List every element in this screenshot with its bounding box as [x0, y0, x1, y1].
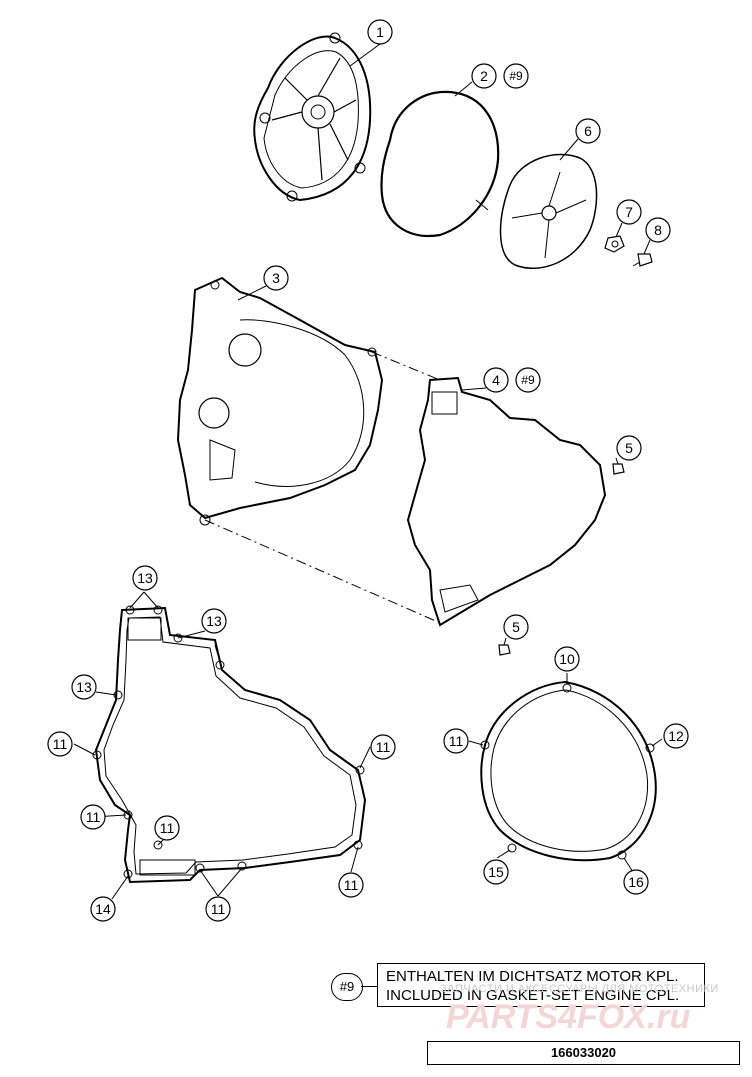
svg-text:5: 5 — [512, 619, 520, 635]
svg-text:14: 14 — [95, 901, 111, 917]
svg-text:11: 11 — [160, 820, 175, 836]
callout-2[interactable]: 2 — [471, 63, 497, 89]
nut-part[interactable] — [604, 235, 625, 253]
svg-text:1: 1 — [376, 24, 384, 40]
svg-text:7: 7 — [625, 204, 633, 220]
svg-text:2: 2 — [480, 68, 488, 84]
clutch-cover-outer-part[interactable] — [253, 32, 372, 202]
svg-text:5: 5 — [625, 440, 633, 456]
kit-note-box: ENTHALTEN IM DICHTSATZ MOTOR KPL. INCLUD… — [377, 963, 705, 1007]
callout-5-lower[interactable]: 5 — [503, 614, 529, 640]
callout-2-kit-tag[interactable]: #9 — [503, 63, 529, 89]
clutch-cover-gasket-large-part[interactable] — [92, 605, 367, 884]
svg-text:15: 15 — [488, 864, 504, 880]
cover-gasket-part[interactable] — [406, 376, 607, 627]
o-ring-part[interactable] — [380, 90, 500, 238]
kit-note-leader — [361, 986, 377, 987]
callout-8[interactable]: 8 — [645, 217, 671, 243]
svg-text:10: 10 — [559, 651, 575, 667]
svg-text:11: 11 — [344, 877, 359, 893]
svg-text:11: 11 — [376, 739, 391, 755]
callout-11-bottom[interactable]: 11 — [205, 896, 231, 922]
svg-text:#9: #9 — [521, 373, 535, 387]
svg-text:12: 12 — [668, 728, 684, 744]
spacer-plate-part[interactable] — [499, 153, 598, 270]
callout-11-lower-left[interactable]: 11 — [80, 804, 106, 830]
svg-text:16: 16 — [628, 874, 644, 890]
screw-part-upper[interactable] — [612, 463, 625, 475]
svg-text:#9: #9 — [509, 69, 523, 83]
callout-16[interactable]: 16 — [623, 869, 649, 895]
callout-11-lower-right[interactable]: 11 — [338, 872, 364, 898]
callout-13-right[interactable]: 13 — [201, 608, 227, 634]
clutch-cover-gasket-round-part[interactable] — [480, 680, 657, 862]
callout-1[interactable]: 1 — [367, 19, 393, 45]
alignment-line-top — [371, 351, 441, 381]
callout-11-inner[interactable]: 11 — [154, 815, 180, 841]
callout-11-right[interactable]: 11 — [370, 734, 396, 760]
bolt-part[interactable] — [632, 253, 653, 267]
svg-text:11: 11 — [53, 736, 68, 752]
callout-6[interactable]: 6 — [575, 118, 601, 144]
svg-text:13: 13 — [76, 679, 92, 695]
svg-text:11: 11 — [211, 901, 226, 917]
svg-text:11: 11 — [449, 733, 464, 749]
callout-10[interactable]: 10 — [554, 646, 580, 672]
kit-note-line-english: INCLUDED IN GASKET-SET ENGINE CPL. — [386, 987, 680, 1004]
callout-7[interactable]: 7 — [616, 199, 642, 225]
svg-text:13: 13 — [137, 570, 153, 586]
callout-3[interactable]: 3 — [263, 265, 289, 291]
callout-13-left[interactable]: 13 — [71, 674, 97, 700]
leader-lines — [73, 43, 663, 900]
callout-11-left[interactable]: 11 — [47, 731, 73, 757]
kit-note-tag: #9 — [331, 973, 363, 1001]
svg-text:6: 6 — [584, 123, 592, 139]
callout-4[interactable]: 4 — [483, 367, 509, 393]
alignment-line-bottom — [204, 519, 439, 623]
callout-14[interactable]: 14 — [90, 896, 116, 922]
callout-12[interactable]: 12 — [663, 723, 689, 749]
svg-text:3: 3 — [272, 270, 280, 286]
reference-number: 166033020 — [427, 1041, 740, 1065]
svg-text:13: 13 — [206, 613, 222, 629]
svg-text:8: 8 — [654, 222, 662, 238]
watermark-text: ЗАПЧАСТИ И АКСЕССУАРЫ ДЛЯ МОТОТЕХНИКИ — [440, 983, 719, 995]
svg-text:11: 11 — [86, 809, 101, 825]
callout-4-kit-tag[interactable]: #9 — [515, 367, 541, 393]
svg-text:4: 4 — [492, 372, 500, 388]
callout-13-top[interactable]: 13 — [132, 565, 158, 591]
callout-11-round-gasket[interactable]: 11 — [443, 728, 469, 754]
callout-5-upper[interactable]: 5 — [616, 435, 642, 461]
clutch-cover-inner-part[interactable] — [176, 276, 384, 526]
callout-15[interactable]: 15 — [483, 859, 509, 885]
kit-note-line-german: ENTHALTEN IM DICHTSATZ MOTOR KPL. — [386, 968, 679, 985]
watermark-logo: PARTS4FOX.ru — [446, 998, 691, 1036]
screw-part-lower[interactable] — [498, 644, 511, 656]
